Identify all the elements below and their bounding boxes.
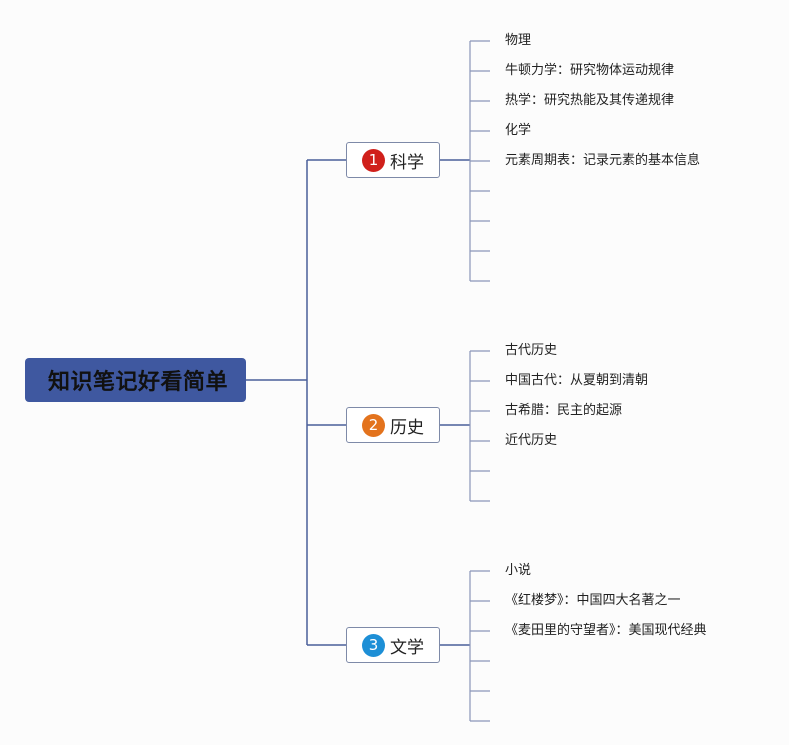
- number-2-icon: 2: [362, 413, 385, 437]
- branch-topic-history[interactable]: 2 历史: [346, 407, 440, 443]
- root-topic-label: 知识笔记好看简单: [47, 370, 228, 395]
- leaf-topic[interactable]: 元素周期表：记录元素的基本信息: [505, 153, 701, 168]
- leaf-topic[interactable]: 《麦田里的守望者》：美国现代经典: [505, 623, 707, 638]
- branch-topic-science[interactable]: 1 科学: [346, 142, 440, 178]
- leaf-topic[interactable]: 近代历史: [505, 433, 558, 448]
- leaf-topic[interactable]: 小说: [505, 563, 532, 578]
- branch-topic-literature[interactable]: 3 文学: [346, 627, 440, 663]
- number-3-icon: 3: [362, 633, 385, 657]
- leaf-topic[interactable]: 古代历史: [505, 343, 558, 358]
- branch-label: 历史: [390, 417, 424, 438]
- leaf-topic[interactable]: 物理: [505, 33, 532, 48]
- leaf-topic[interactable]: 热学：研究热能及其传递规律: [505, 93, 675, 108]
- branch-label: 文学: [390, 637, 424, 658]
- leaf-topic[interactable]: 中国古代：从夏朝到清朝: [505, 373, 649, 388]
- branch-label: 科学: [390, 152, 424, 173]
- leaf-topic[interactable]: 《红楼梦》：中国四大名著之一: [505, 593, 681, 608]
- number-1-icon: 1: [362, 148, 385, 172]
- leaf-topic[interactable]: 牛顿力学：研究物体运动规律: [505, 63, 675, 78]
- root-topic[interactable]: 知识笔记好看简单: [25, 358, 246, 402]
- leaf-topic[interactable]: 化学: [505, 123, 532, 138]
- leaf-topic[interactable]: 古希腊：民主的起源: [505, 403, 623, 418]
